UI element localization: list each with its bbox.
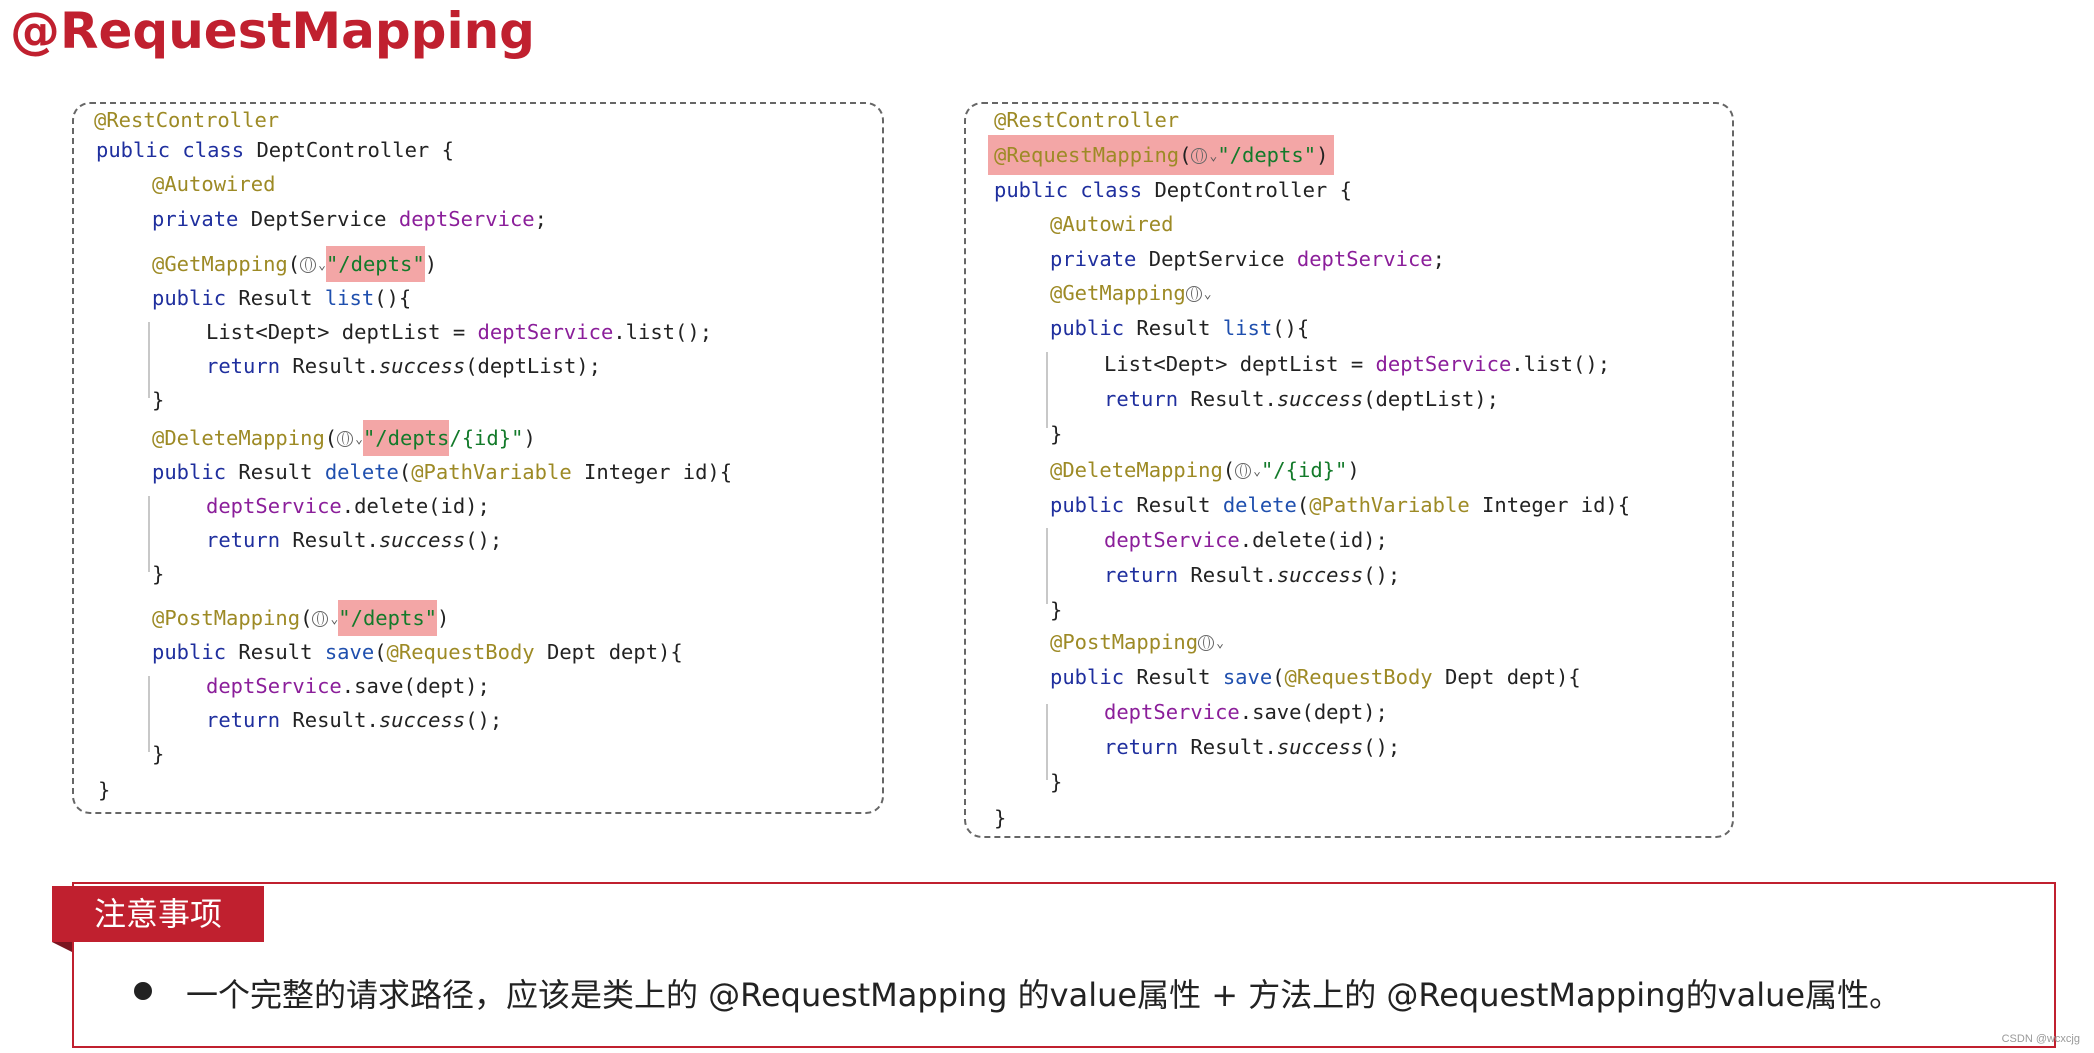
code-line: public Result list(){ — [152, 286, 412, 310]
code-line: deptService.delete(id); — [206, 494, 490, 518]
page-title: @RequestMapping — [10, 2, 535, 60]
highlighted-path: "/depts" — [338, 600, 438, 636]
code-line: private DeptService deptService; — [152, 207, 547, 231]
right-code-panel — [964, 102, 1734, 838]
note-tab: 注意事项 — [52, 886, 264, 942]
code-line: private DeptService deptService; — [1050, 247, 1445, 271]
chevron-down-icon: ⌄ — [1203, 287, 1212, 302]
note-panel — [72, 882, 2056, 1048]
globe-icon — [337, 431, 354, 447]
code-line: public class DeptController { — [96, 138, 454, 162]
code-line: List<Dept> deptList = deptService.list()… — [1104, 352, 1611, 376]
code-line: @RestController — [94, 108, 280, 132]
chevron-down-icon: ⌄ — [330, 612, 339, 627]
indent-guide — [148, 676, 150, 752]
highlighted-request-mapping: @RequestMapping(⌄"/depts") — [988, 135, 1335, 175]
note-text: 一个完整的请求路径，应该是类上的 @RequestMapping 的value属… — [186, 976, 1902, 1014]
code-line: public Result list(){ — [1050, 316, 1310, 340]
indent-guide — [1046, 704, 1048, 780]
code-line: deptService.save(dept); — [1104, 700, 1388, 724]
code-line: public Result delete(@PathVariable Integ… — [1050, 493, 1631, 517]
globe-icon — [1198, 635, 1215, 651]
indent-guide — [1046, 352, 1048, 428]
globe-icon — [1235, 463, 1252, 479]
highlighted-path: "/depts — [362, 420, 450, 456]
code-line: public class DeptController { — [994, 178, 1352, 202]
chevron-down-icon: ⌄ — [318, 258, 326, 273]
code-line: } — [1050, 598, 1063, 622]
highlighted-path: "/depts" — [325, 246, 425, 282]
indent-guide — [148, 322, 150, 398]
globe-icon — [312, 611, 329, 627]
code-line: deptService.delete(id); — [1104, 528, 1388, 552]
code-line: } — [152, 562, 165, 586]
code-line: public Result save(@RequestBody Dept dep… — [1050, 665, 1581, 689]
code-line: public Result save(@RequestBody Dept dep… — [152, 640, 683, 664]
code-line: return Result.success(); — [206, 708, 503, 732]
indent-guide — [148, 496, 150, 572]
globe-icon — [300, 257, 317, 273]
code-line: } — [1050, 422, 1063, 446]
globe-icon — [1191, 148, 1208, 164]
watermark: CSDN @wcxcjg — [2001, 1033, 2080, 1045]
code-line: return Result.success(); — [1104, 735, 1401, 759]
code-line: @DeleteMapping(⌄"/{id}") — [1050, 456, 1360, 484]
indent-guide — [1046, 528, 1048, 604]
chevron-down-icon: ⌄ — [1209, 149, 1218, 164]
note-tab-fold — [52, 942, 72, 952]
code-line: @GetMapping(⌄"/depts") — [152, 246, 437, 282]
code-line: } — [152, 388, 165, 412]
code-line: public Result delete(@PathVariable Integ… — [152, 460, 733, 484]
code-line: return Result.success(); — [1104, 563, 1401, 587]
globe-icon — [1185, 286, 1202, 302]
code-line: @RequestMapping(⌄"/depts") — [988, 135, 1335, 175]
left-code-panel — [72, 102, 884, 814]
code-line: return Result.success(deptList); — [1104, 387, 1499, 411]
chevron-down-icon: ⌄ — [355, 432, 363, 447]
code-line: @PostMapping⌄ — [1050, 628, 1224, 656]
code-line: return Result.success(); — [206, 528, 503, 552]
code-line: @DeleteMapping(⌄"/depts/{id}") — [152, 420, 536, 456]
code-line: } — [98, 778, 111, 802]
chevron-down-icon: ⌄ — [1216, 636, 1224, 651]
code-line: return Result.success(deptList); — [206, 354, 601, 378]
code-line: } — [152, 742, 165, 766]
chevron-down-icon: ⌄ — [1253, 464, 1261, 479]
code-line: @RestController — [994, 108, 1180, 132]
code-line: @PostMapping(⌄"/depts") — [152, 600, 449, 636]
code-line: } — [1050, 770, 1063, 794]
bullet-icon — [134, 982, 152, 1000]
code-line: @Autowired — [152, 172, 276, 196]
code-line: deptService.save(dept); — [206, 674, 490, 698]
code-line: @GetMapping⌄ — [1050, 279, 1212, 307]
code-line: List<Dept> deptList = deptService.list()… — [206, 320, 713, 344]
code-line: } — [994, 806, 1007, 830]
code-line: @Autowired — [1050, 212, 1174, 236]
